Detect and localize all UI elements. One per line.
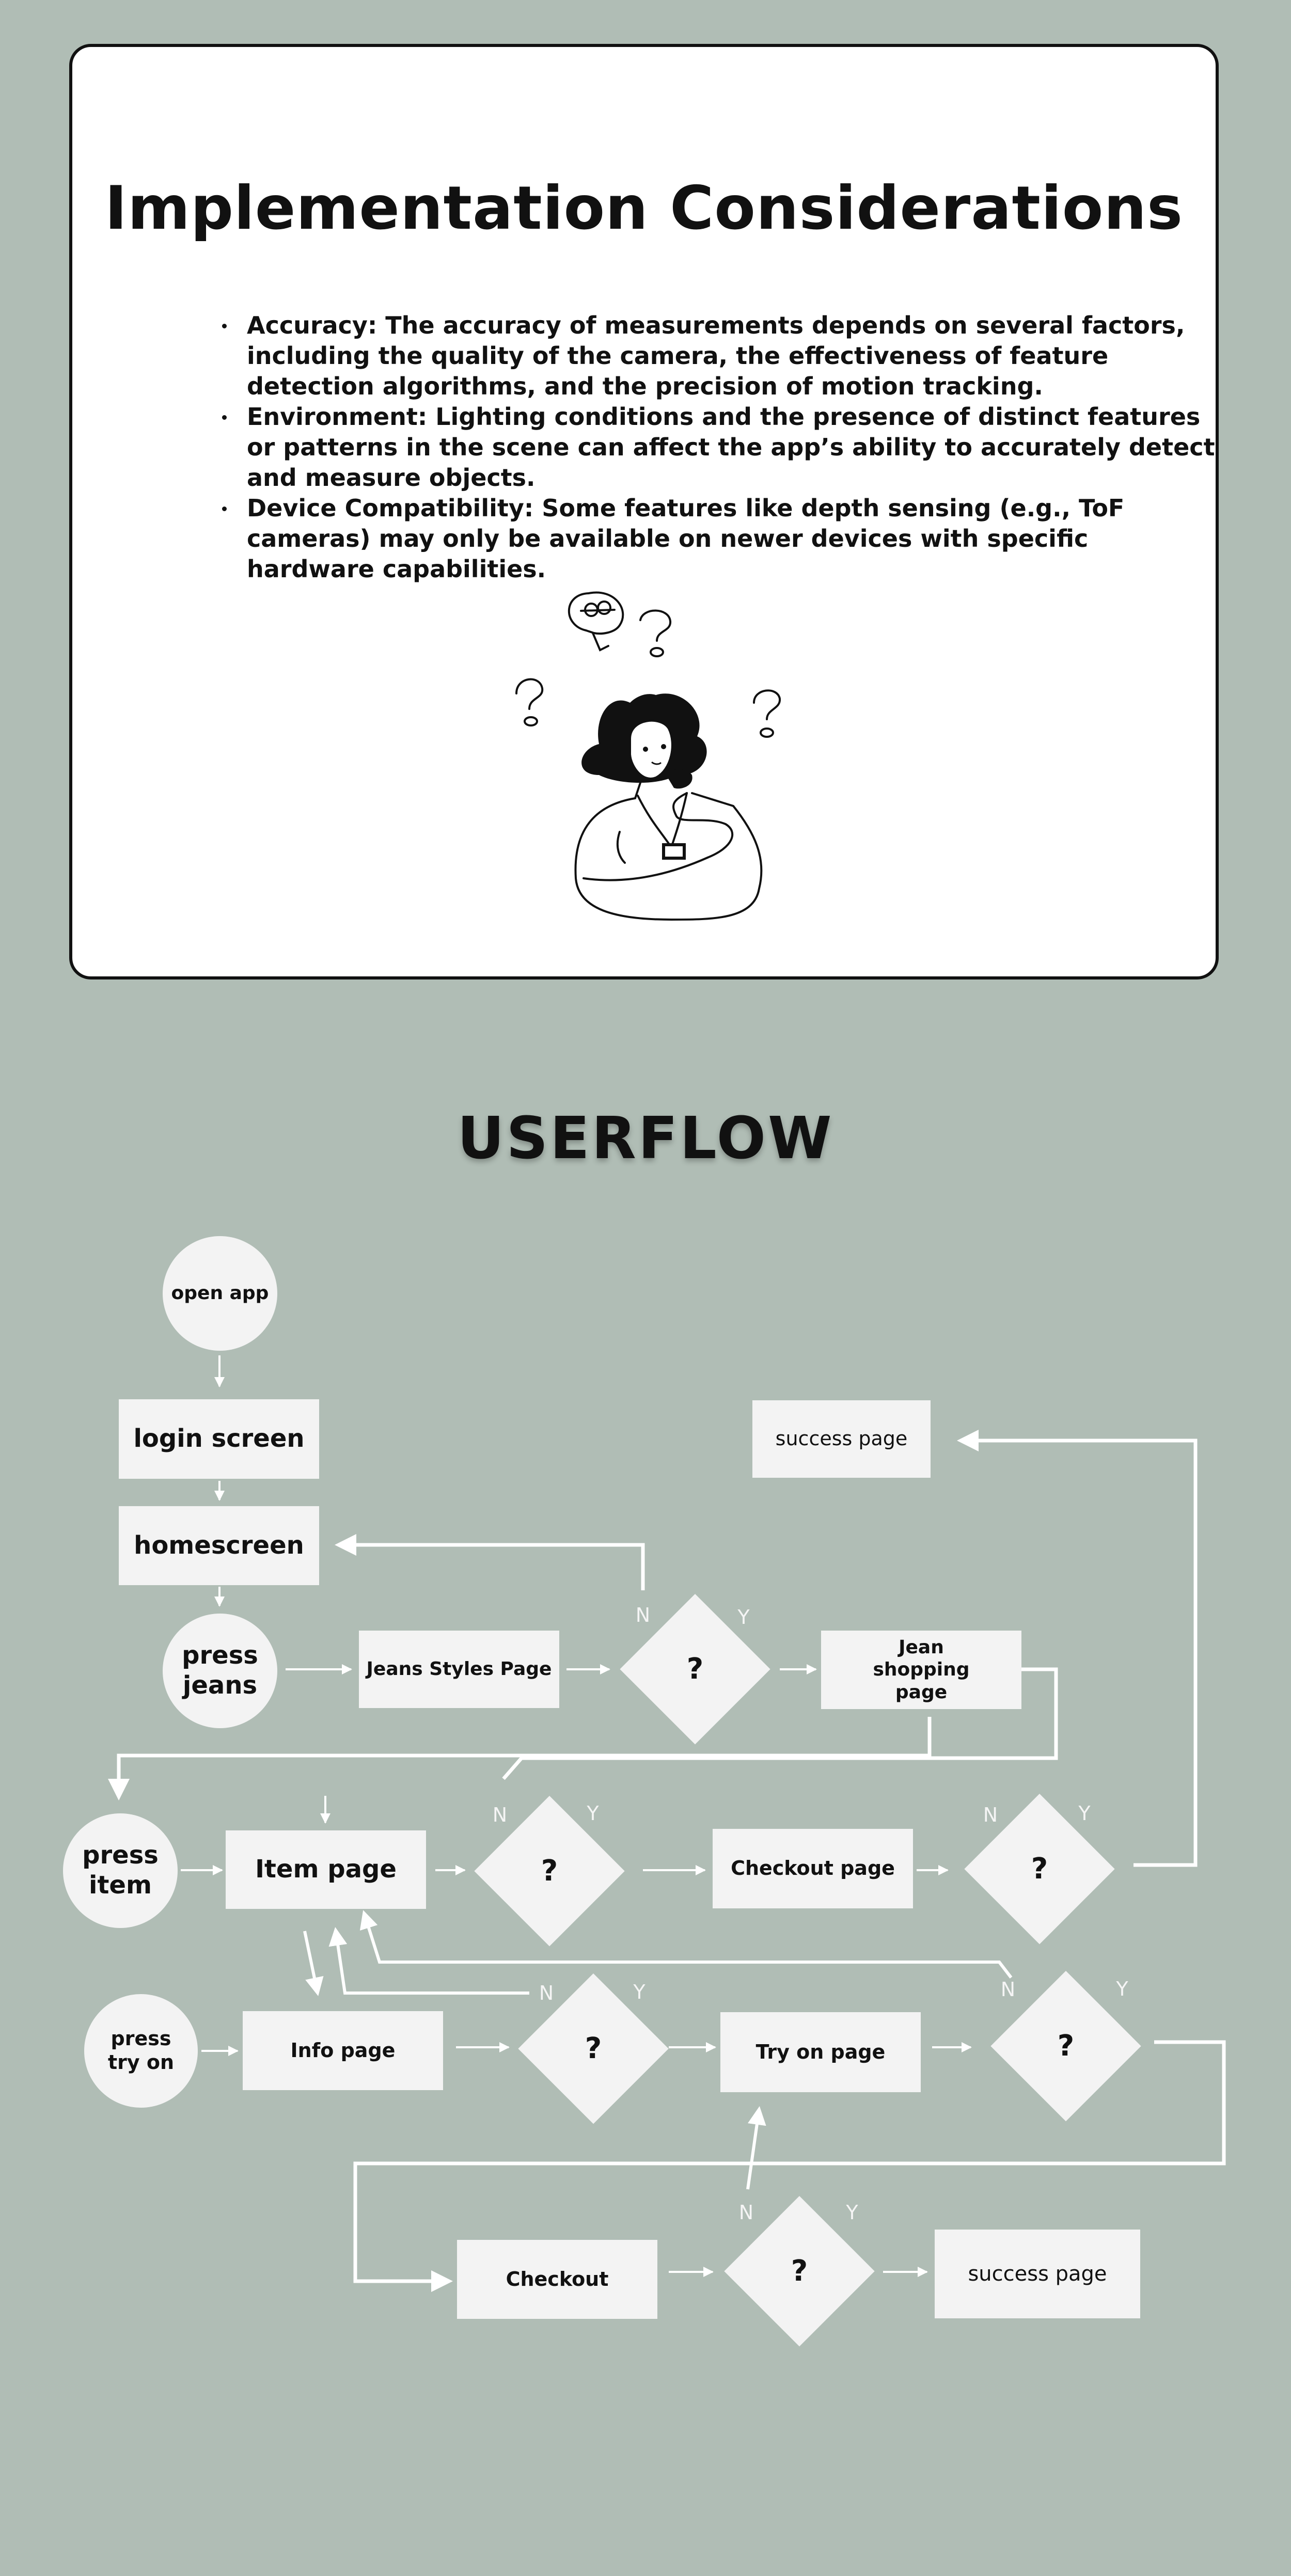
decision-node-4: ? (990, 1971, 1141, 2122)
success-page-bottom-node: success page (935, 2230, 1140, 2318)
try-on-page-node: Try on page (720, 2012, 921, 2092)
branch-label-no: N (492, 1804, 508, 1826)
card-title: Implementation Considerations (104, 173, 1184, 243)
decision-node-6: ? (724, 2196, 875, 2347)
branch-label-yes: Y (737, 1606, 750, 1629)
success-page-top-node: success page (752, 1400, 931, 1478)
arrow-item-info (303, 1931, 324, 1996)
userflow-title: USERFLOW (457, 1105, 834, 1172)
branch-label-yes: Y (1078, 1802, 1091, 1825)
bullet-device-compatibility: Device Compatibility: Some features like… (222, 493, 1219, 584)
considerations-list: Accuracy: The accuracy of measurements d… (222, 310, 1219, 584)
arrow-decision4-itempage (359, 1910, 1013, 1979)
arrow-decision1-home (335, 1534, 645, 1590)
branch-label-yes: Y (633, 1981, 646, 2003)
implementation-card: Implementation Considerations Accuracy: … (69, 44, 1219, 979)
branch-label-no: N (1000, 1978, 1016, 2001)
arrow-shopping-pressitem (108, 1717, 932, 1800)
press-jeans-node: press jeans (163, 1614, 277, 1728)
checkout-page-node: Checkout page (713, 1829, 913, 1908)
press-item-node: press item (63, 1813, 178, 1928)
decision-node-3: ? (964, 1794, 1115, 1945)
arrow-decision6-tryon (746, 2106, 766, 2190)
homescreen-node: homescreen (119, 1506, 319, 1585)
question-mark-icon (753, 689, 781, 738)
branch-label-no: N (635, 1604, 651, 1626)
item-page-node: Item page (226, 1830, 426, 1909)
press-try-on-node: press try on (84, 1994, 198, 2108)
open-app-node: open app (163, 1236, 277, 1351)
lightbulb-thought-icon (568, 591, 624, 652)
decision-node-2: ? (474, 1796, 625, 1947)
branch-label-yes: Y (846, 2201, 858, 2224)
branch-label-no: N (983, 1804, 998, 1826)
decision-node-5: ? (518, 1973, 669, 2124)
checkout-node: Checkout (457, 2240, 657, 2319)
jeans-styles-page-node: Jeans Styles Page (359, 1631, 559, 1708)
branch-label-yes: Y (587, 1802, 599, 1825)
thinking-woman-illustration (515, 591, 781, 921)
bullet-accuracy: Accuracy: The accuracy of measurements d… (222, 310, 1219, 402)
branch-label-no: N (738, 2201, 754, 2224)
login-screen-node: login screen (119, 1399, 319, 1479)
decision-node-1: ? (620, 1594, 770, 1745)
bullet-environment: Environment: Lighting conditions and the… (222, 402, 1219, 493)
question-mark-icon (515, 678, 544, 726)
question-mark-icon (639, 609, 672, 657)
info-page-node: Info page (243, 2011, 443, 2090)
jean-shopping-page-node: Jean shopping page (821, 1631, 1021, 1709)
branch-label-no: N (539, 1982, 554, 2004)
branch-label-yes: Y (1116, 1978, 1128, 2000)
